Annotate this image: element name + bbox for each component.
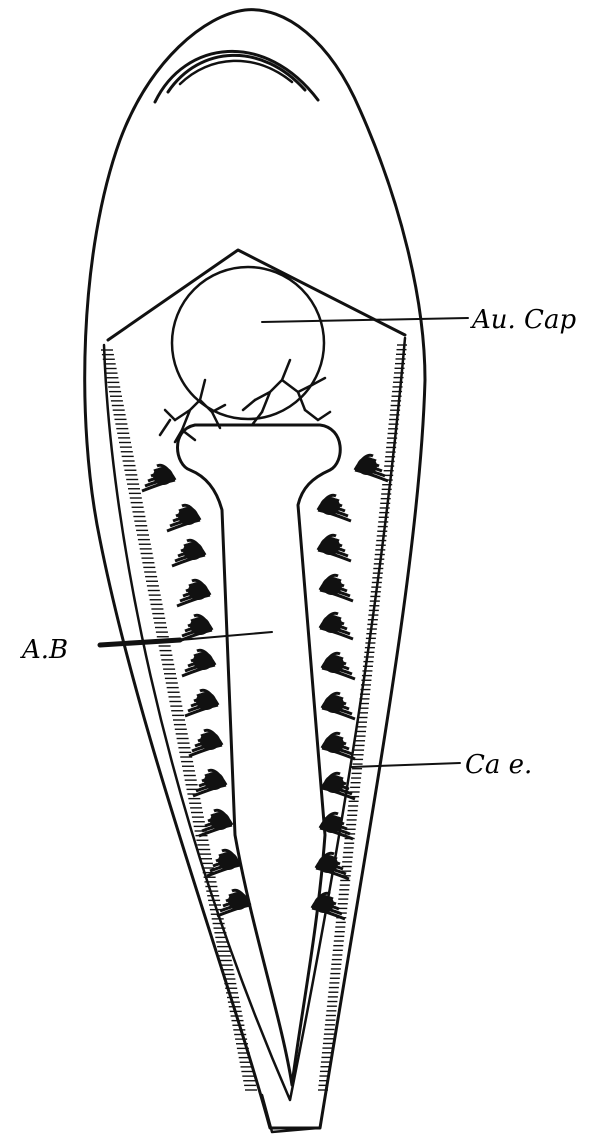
caeca-tuft bbox=[322, 733, 355, 759]
au-cap-leader bbox=[262, 318, 468, 322]
cae-leader bbox=[352, 763, 460, 767]
caeca-tuft bbox=[320, 575, 353, 601]
caeca-tuft bbox=[318, 535, 351, 561]
label-au-cap: Au. Cap bbox=[470, 305, 576, 335]
caeca-tuft bbox=[189, 730, 222, 756]
anterior-body bbox=[178, 425, 341, 1085]
caeca-tuft bbox=[172, 540, 205, 566]
caeca-tuft bbox=[355, 455, 388, 481]
caeca-tuft bbox=[318, 495, 351, 521]
caeca-tuft bbox=[142, 465, 175, 491]
caeca-tuft bbox=[322, 773, 355, 799]
caeca-tuft bbox=[320, 613, 353, 639]
ab-leader bbox=[100, 640, 180, 645]
caeca-tuft bbox=[199, 810, 232, 836]
caeca-tuft bbox=[182, 650, 215, 676]
right-wall-hatching bbox=[318, 345, 407, 1090]
caeca-tuft bbox=[322, 693, 355, 719]
caeca-tuft bbox=[217, 890, 250, 916]
caeca-tuft bbox=[177, 580, 210, 606]
caeca-tuft bbox=[167, 505, 200, 531]
caeca-tuft bbox=[193, 770, 226, 796]
caeca-tuft bbox=[322, 653, 355, 679]
inner-sac bbox=[104, 338, 405, 1100]
label-a-b: A.B bbox=[20, 635, 68, 665]
caeca-tuft bbox=[185, 690, 218, 716]
label-cae: Ca e. bbox=[465, 750, 532, 780]
auricular-capsule bbox=[172, 267, 324, 419]
roof-line bbox=[108, 250, 405, 340]
